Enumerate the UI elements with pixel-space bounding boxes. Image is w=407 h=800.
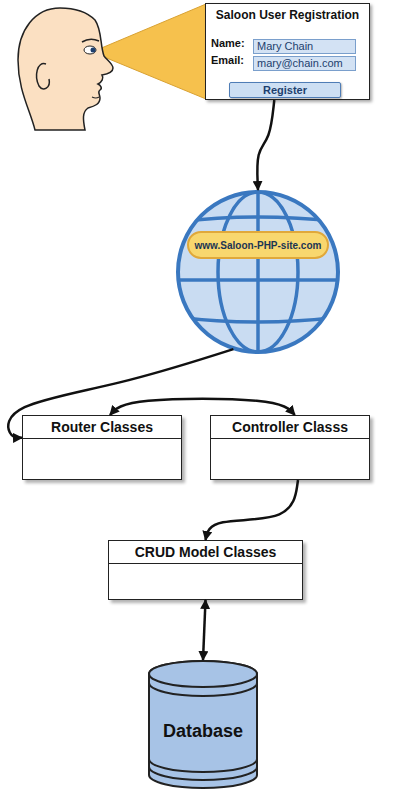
ear (37, 64, 50, 89)
cylinder-ring (149, 683, 257, 696)
cylinder-top (149, 661, 257, 687)
parallel (176, 278, 340, 282)
head-profile (18, 8, 113, 130)
url-pill (188, 232, 328, 258)
parallel (176, 317, 340, 322)
node-text: Register (230, 83, 340, 97)
cylinder-ring (149, 767, 257, 780)
eyebrow (82, 39, 99, 42)
input-field: mary@chain.com (253, 56, 356, 71)
globe-rim (178, 192, 338, 352)
database-cylinder: Database (148, 660, 258, 790)
node-text: Router Classes (23, 416, 181, 439)
node-text: CRUD Model Classes (109, 541, 302, 564)
node-text: www.Saloon-PHP-site.com (188, 232, 328, 258)
form-panel: Saloon User RegistrationMary Chain mary@c… (205, 3, 370, 100)
web-globe: www.Saloon-PHP-site.com (176, 190, 340, 354)
field-label: Email: (211, 54, 244, 67)
globe-outline (176, 190, 340, 354)
cylinder-body (149, 661, 257, 788)
node-text: Saloon User Registration (206, 8, 369, 22)
class-box: CRUD Model Classes (108, 540, 303, 600)
form-button: Register (229, 82, 341, 98)
mouth (92, 97, 99, 98)
node-text: Controller Classs (211, 416, 369, 439)
flow-connector (206, 480, 299, 540)
node-text: Mary Chain (254, 40, 355, 53)
cylinder-ring (149, 759, 257, 772)
class-box: Controller Classs (210, 415, 370, 480)
field-label: Name: (211, 37, 245, 50)
pupil (91, 48, 96, 53)
eye (84, 46, 96, 54)
flow-connector (110, 399, 295, 415)
input-field: Mary Chain (253, 39, 356, 54)
flow-connector (203, 600, 206, 660)
node-text: Database (148, 721, 258, 742)
node-text: mary@chain.com (254, 57, 355, 70)
class-box: Router Classes (22, 415, 182, 480)
globe-grid (176, 190, 340, 354)
view-cone (92, 4, 206, 99)
flow-connector (257, 100, 274, 190)
flow-connector (8, 349, 233, 438)
meridian (256, 190, 260, 354)
